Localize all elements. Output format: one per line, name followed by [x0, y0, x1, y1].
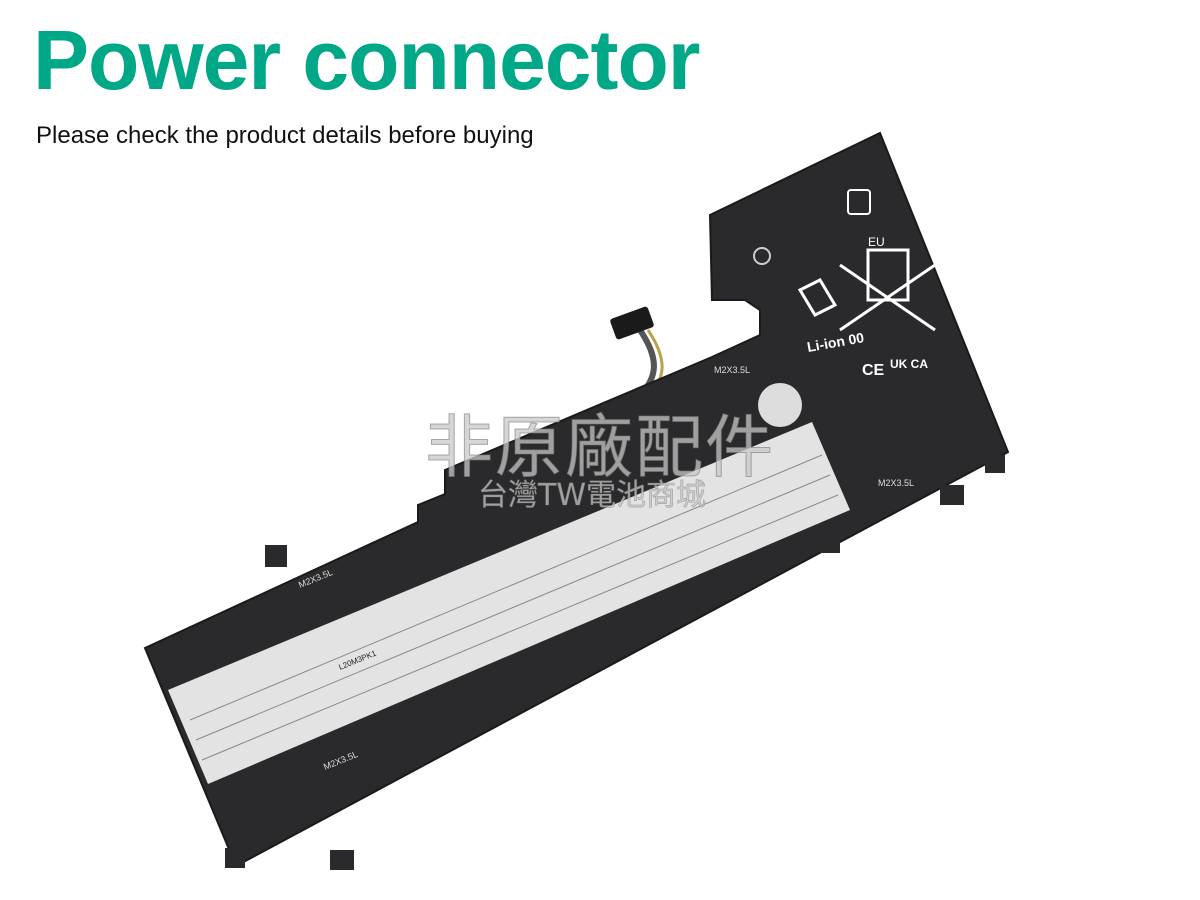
- warning-label: [168, 422, 850, 784]
- ukca-mark: UK CA: [890, 357, 928, 371]
- watermark-line1: 非原廠配件: [424, 409, 776, 489]
- recycle-icon: [797, 278, 838, 317]
- watermark-line2: 台灣TW電池商城: [478, 478, 707, 514]
- ce-mark: CE: [862, 362, 885, 379]
- page-title: Power connector: [33, 13, 700, 107]
- page-subtitle: Please check the product details before …: [36, 122, 534, 149]
- svg-text:M2X3.5L: M2X3.5L: [714, 365, 750, 375]
- wheelie-bin-crossed-icon: [839, 248, 936, 332]
- mounting-tabs: [225, 455, 1005, 870]
- svg-text:M2X3.5L: M2X3.5L: [878, 478, 914, 488]
- eu-mark: EU: [868, 235, 885, 249]
- power-connector-plug: [610, 306, 654, 340]
- qc-sticker: [758, 383, 802, 427]
